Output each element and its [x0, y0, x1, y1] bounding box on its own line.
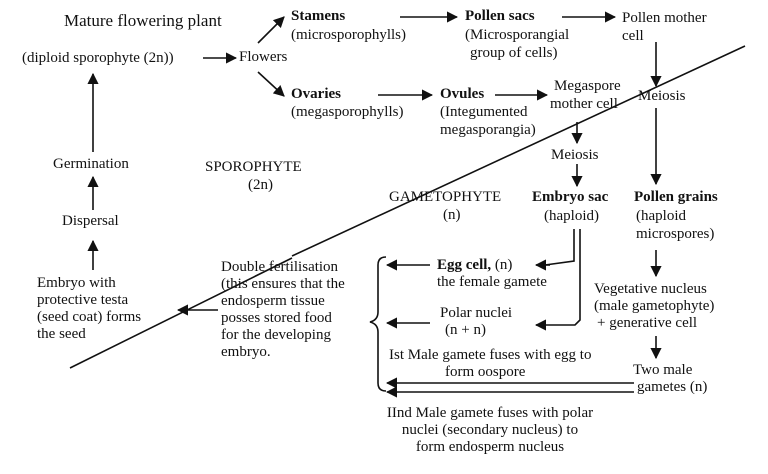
ovules-sub1: (Integumented	[440, 104, 528, 120]
sporophyte-region-ploidy: (2n)	[248, 177, 273, 193]
ovaries-label: Ovaries	[291, 86, 341, 102]
mmc-label-2: mother cell	[550, 96, 618, 112]
fertilisation-line-1: Double fertilisation	[221, 259, 339, 275]
egg-cell-bold: Egg cell,	[437, 257, 492, 273]
vegetative-line-1: Vegetative nucleus	[594, 281, 707, 297]
fertilisation-line-4: posses stored food	[221, 310, 332, 326]
embryo-sac-label: Embryo sac	[532, 189, 609, 205]
pollen-grains-label: Pollen grains	[634, 189, 718, 205]
gametophyte-region-label: GAMETOPHYTE	[389, 189, 502, 205]
ovaries-sub: (megasporophylls)	[291, 104, 404, 120]
germination-label: Germination	[53, 156, 129, 172]
connector-embryosac-egg	[544, 229, 575, 266]
flowers-label: Flowers	[239, 49, 288, 65]
two-male-line-1: Two male	[633, 362, 693, 378]
egg-cell-label: Egg cell, (n)	[437, 257, 512, 274]
first-fusion-line-2: form oospore	[445, 364, 526, 380]
polar-nuclei-line-1: Polar nuclei	[440, 305, 513, 321]
gametophyte-region-ploidy: (n)	[443, 207, 461, 223]
pollen-grains-sub2: microspores)	[636, 226, 715, 242]
sporophyte-label: (diploid sporophyte (2n))	[22, 50, 174, 66]
fertilisation-line-2: (this ensures that the	[221, 276, 345, 292]
vegetative-line-3: + generative cell	[597, 315, 698, 331]
male-meiosis-label: Meiosis	[638, 88, 686, 104]
connector-embryosac-polar	[540, 229, 581, 326]
ovules-label: Ovules	[440, 86, 485, 102]
ovules-sub2: megasporangia)	[440, 122, 536, 138]
diagram-title: Mature flowering plant	[64, 11, 222, 30]
pollen-sacs-sub2: group of cells)	[470, 45, 558, 61]
pollen-sacs-label: Pollen sacs	[465, 8, 535, 24]
embryo-line-4: the seed	[37, 326, 86, 342]
second-fusion-line-2: nuclei (secondary nucleus) to	[401, 422, 579, 438]
arrow-flowers-ovaries	[257, 71, 285, 97]
stamens-label: Stamens	[291, 8, 346, 24]
fertilisation-line-5: for the developing	[221, 327, 331, 343]
pollen-grains-sub1: (haploid	[636, 208, 686, 224]
vegetative-line-2: (male gametophyte)	[594, 298, 715, 314]
mmc-label-1: Megaspore	[554, 78, 621, 94]
female-meiosis-label: Meiosis	[551, 147, 599, 163]
second-fusion-line-1: IInd Male gamete fuses with polar	[386, 405, 594, 421]
pmc-label-1: Pollen mother	[622, 10, 707, 26]
fertilisation-bracket	[369, 256, 387, 392]
fertilisation-line-3: endosperm tissue	[221, 293, 325, 309]
fertilisation-line-6: embryo.	[221, 344, 271, 360]
embryo-sac-sub: (haploid)	[544, 208, 599, 224]
two-male-line-2: gametes (n)	[637, 379, 708, 395]
egg-cell-ploidy: (n)	[491, 257, 513, 273]
first-fusion-line-1: Ist Male gamete fuses with egg to	[389, 347, 592, 363]
embryo-line-1: Embryo with	[37, 275, 116, 291]
pollen-sacs-sub1: (Microsporangial	[465, 27, 570, 43]
dispersal-label: Dispersal	[62, 213, 119, 229]
embryo-line-2: protective testa	[37, 292, 129, 308]
arrow-flowers-stamens	[257, 16, 285, 44]
embryo-line-3: (seed coat) forms	[37, 309, 142, 325]
sporophyte-region-label: SPOROPHYTE	[205, 159, 302, 175]
second-fusion-line-3: form endosperm nucleus	[415, 439, 565, 455]
pmc-label-2: cell	[622, 28, 644, 44]
egg-cell-sub: the female gamete	[437, 274, 547, 290]
stamens-sub: (microsporophylls)	[291, 27, 406, 43]
polar-nuclei-line-2: (n + n)	[445, 322, 486, 338]
boundary-line-upper	[291, 45, 746, 257]
